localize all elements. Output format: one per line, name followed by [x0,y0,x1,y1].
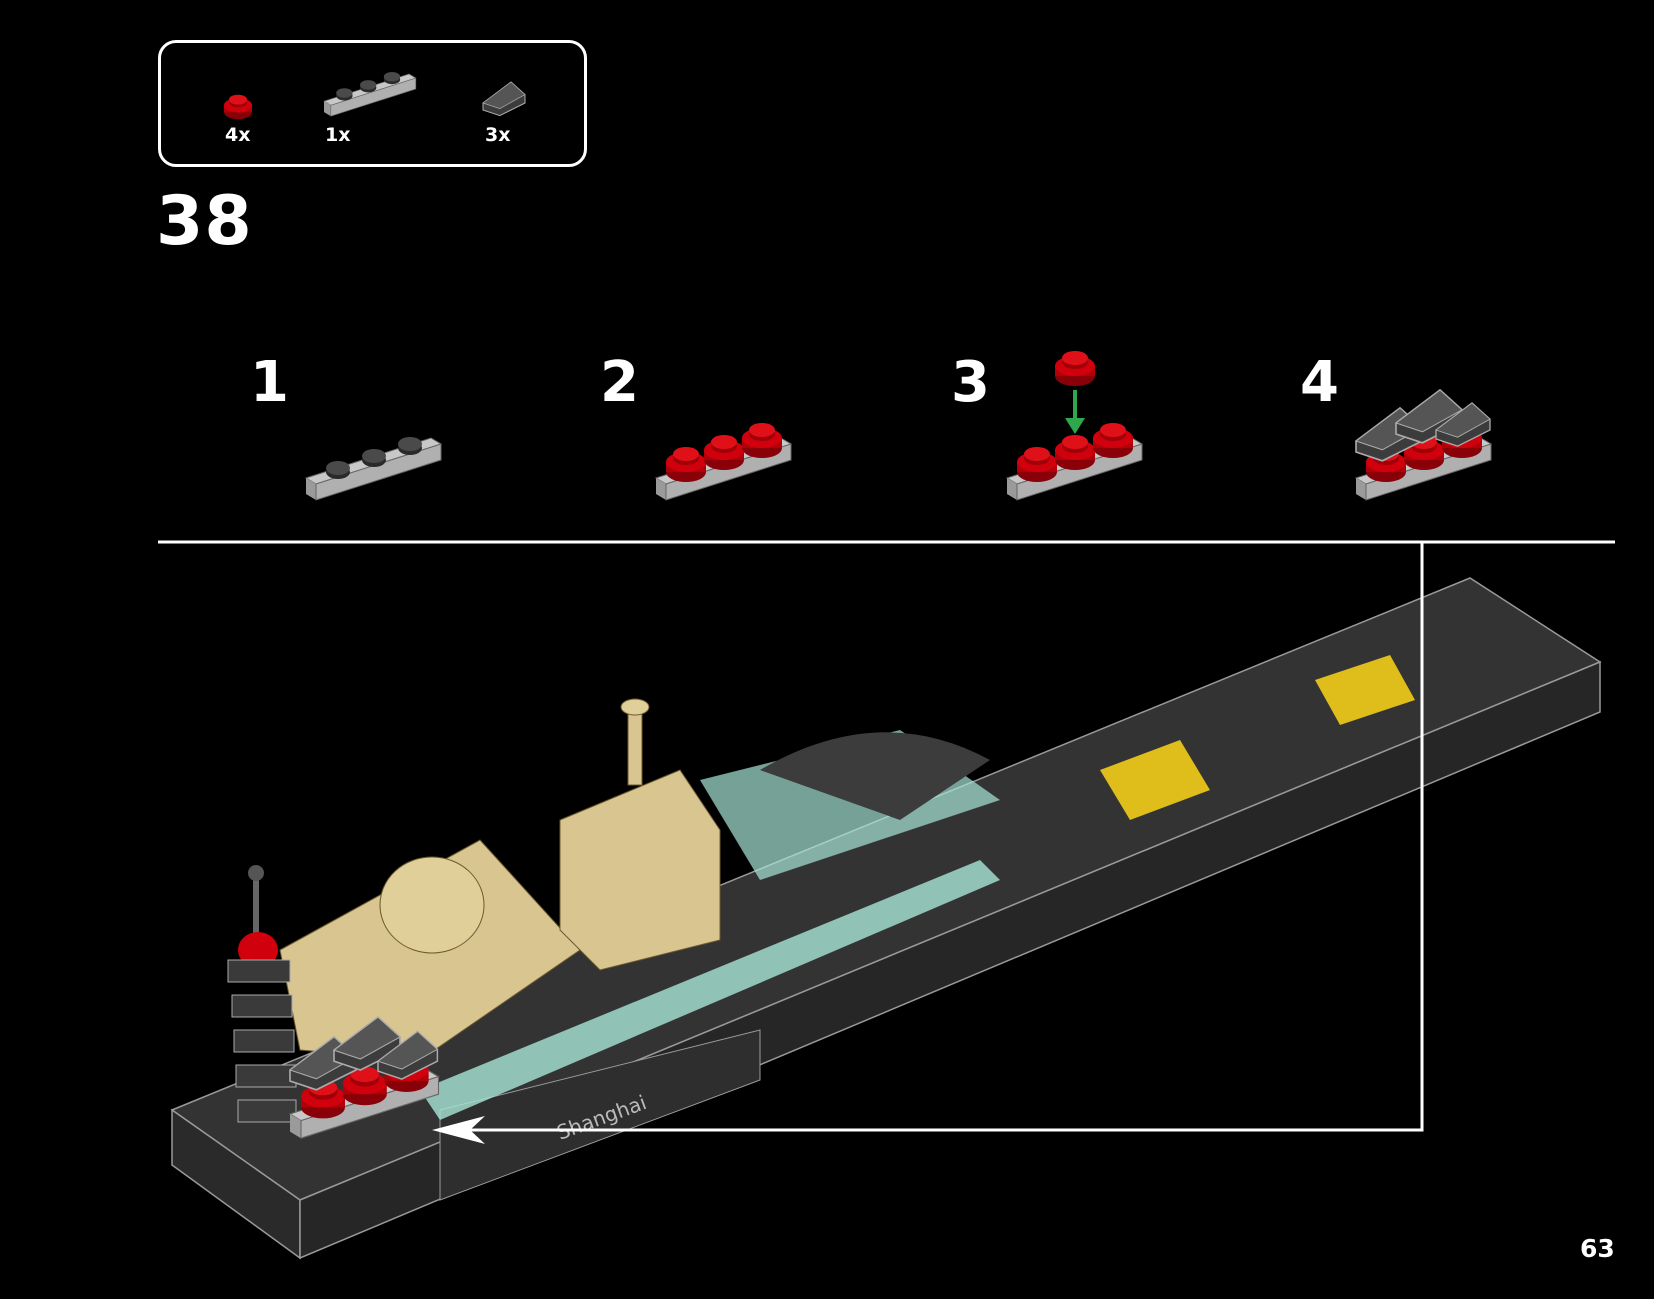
substep-number-1: 1 [250,350,289,415]
substep-number-4: 4 [1300,350,1339,415]
substep-1-model [305,437,442,501]
placement-arrowhead [432,1116,485,1144]
parts-callout: 4x 1x 3x [158,40,587,167]
step-number: 38 [156,182,253,261]
substep-number-2: 2 [600,350,639,415]
part-qty-red-round-plate: 4x [225,124,251,146]
substep-number-3: 3 [951,350,990,415]
substep-3-model [1006,351,1143,501]
placement-arrow [470,542,1424,1132]
main-model-shanghai-skyline: Shanghai [170,577,1602,1260]
substep-4-model [1355,389,1492,501]
page-number: 63 [1580,1234,1615,1263]
substep-2-model [655,423,792,501]
gray-plate-icon [323,71,417,117]
dark-slope-icon [482,81,526,117]
part-qty-gray-plate: 1x [325,124,351,146]
part-qty-dark-slope: 3x [485,124,511,146]
red-round-plate-icon [224,94,252,120]
